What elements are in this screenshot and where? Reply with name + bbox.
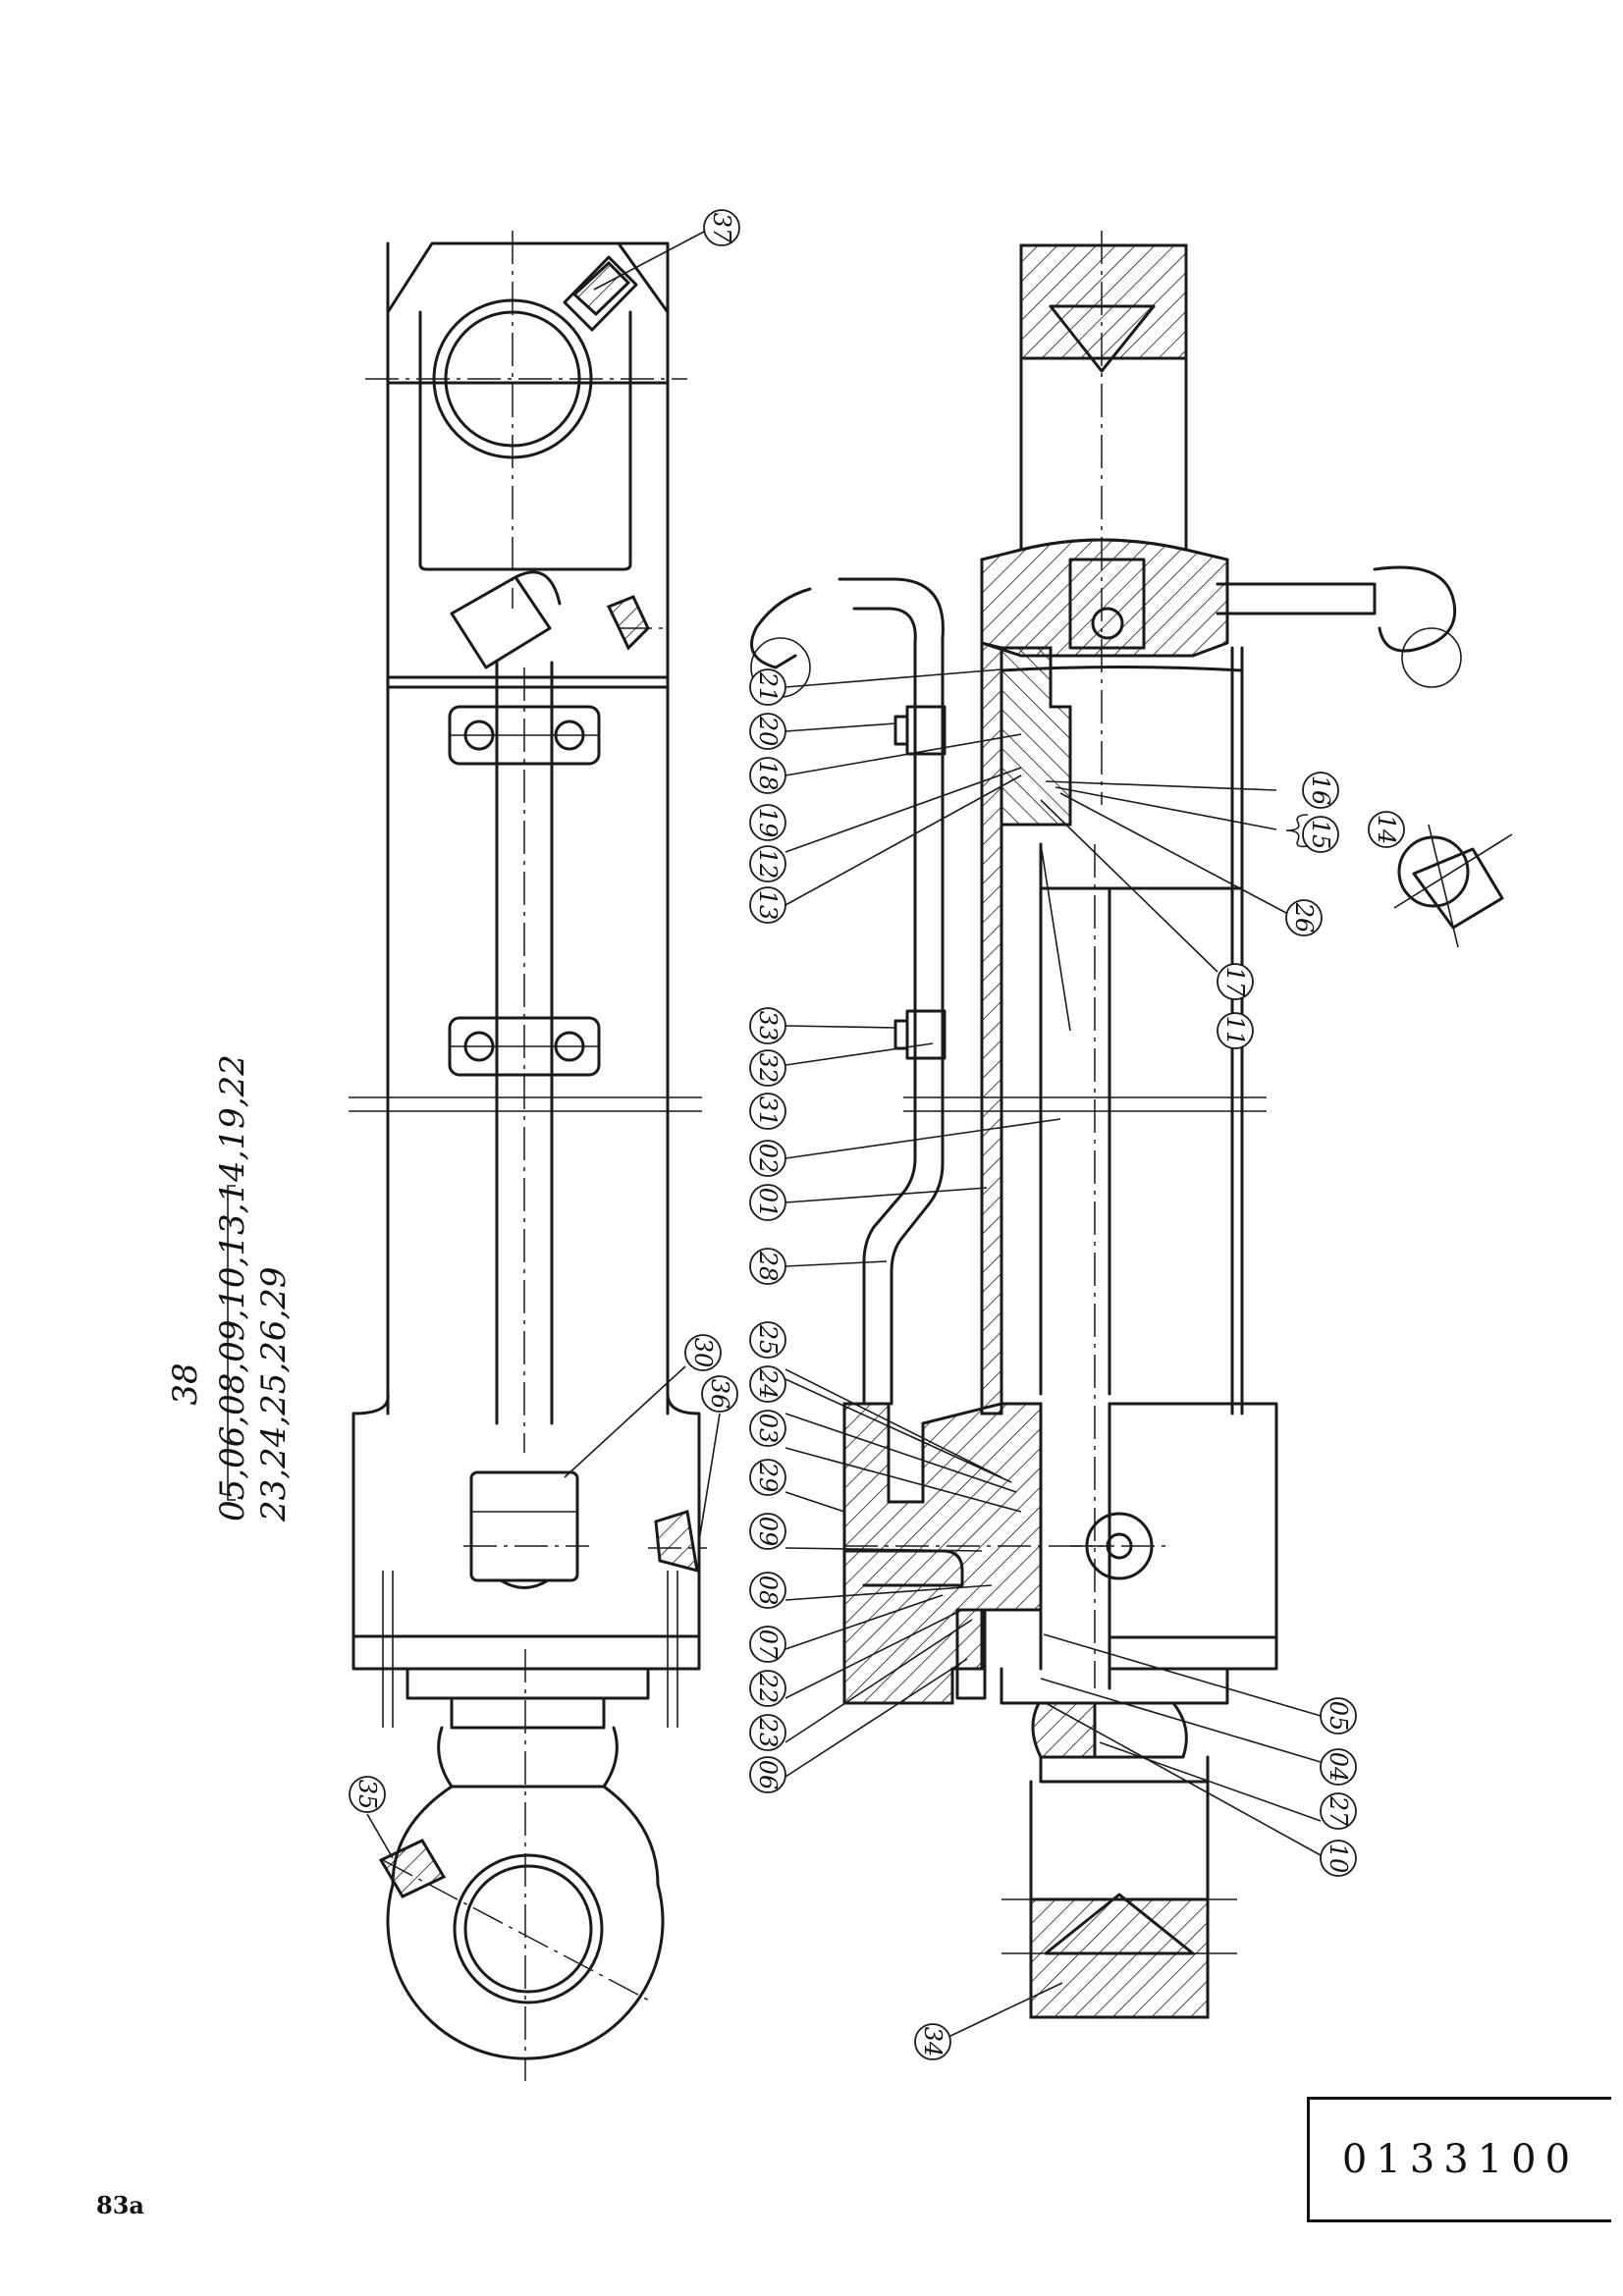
drawing-number: 0133100 xyxy=(1341,2137,1580,2182)
svg-text:09: 09 xyxy=(754,1517,782,1547)
leader-lines xyxy=(366,231,1322,2038)
callout-31: 31 xyxy=(749,1093,786,1130)
callout-18: 18 xyxy=(749,757,786,794)
svg-text:30: 30 xyxy=(689,1338,717,1368)
callout-32: 32 xyxy=(749,1049,786,1087)
detail-view-14 xyxy=(1393,824,1513,948)
svg-text:17: 17 xyxy=(1221,967,1249,997)
svg-text:28: 28 xyxy=(754,1251,782,1282)
svg-text:27: 27 xyxy=(1325,1795,1352,1827)
callout-35: 35 xyxy=(349,1776,386,1813)
svg-text:02: 02 xyxy=(754,1144,782,1174)
svg-text:29: 29 xyxy=(754,1462,782,1493)
callout-17: 17 xyxy=(1217,963,1254,1000)
svg-text:18: 18 xyxy=(754,761,782,791)
svg-text:34: 34 xyxy=(919,2027,947,2057)
callout-21: 21 xyxy=(749,668,786,706)
svg-text:37: 37 xyxy=(708,213,735,243)
callout-11: 11 xyxy=(1217,1012,1254,1049)
callout-37: 37 xyxy=(703,209,740,246)
svg-text:22: 22 xyxy=(754,1673,782,1704)
callout-12: 12 xyxy=(749,845,786,882)
callout-26: 26 xyxy=(1285,899,1323,936)
svg-text:16: 16 xyxy=(1307,775,1334,806)
callouts: 37 30 36 35 21 20 18 19 12 13 16 15 14 2… xyxy=(349,209,1405,2060)
callout-04: 04 xyxy=(1320,1748,1357,1786)
callout-13: 13 xyxy=(749,886,786,924)
svg-text:13: 13 xyxy=(754,890,782,921)
page-number: 83a xyxy=(96,2191,144,2219)
svg-text:03: 03 xyxy=(754,1414,782,1444)
svg-text:06: 06 xyxy=(754,1760,782,1790)
callout-05: 05 xyxy=(1320,1697,1357,1735)
callout-06: 06 xyxy=(749,1756,786,1793)
callout-15: 15 xyxy=(1302,816,1339,853)
svg-text:24: 24 xyxy=(754,1368,782,1400)
svg-text:12: 12 xyxy=(754,849,782,880)
callout-14: 14 xyxy=(1368,811,1405,848)
callout-23: 23 xyxy=(749,1714,786,1751)
callout-01: 01 xyxy=(749,1184,786,1221)
callout-03: 03 xyxy=(749,1410,786,1447)
callout-22: 22 xyxy=(749,1670,786,1707)
callout-34: 34 xyxy=(914,2023,951,2060)
drawing-number-box: 0133100 xyxy=(1307,2097,1611,2222)
assembly-parts-line2: 23,24,25,26,29 xyxy=(254,1266,294,1522)
svg-text:23: 23 xyxy=(754,1717,782,1748)
callout-19: 19 xyxy=(749,804,786,841)
legend-brace xyxy=(227,1185,236,1501)
svg-text:19: 19 xyxy=(754,808,782,838)
svg-text:05: 05 xyxy=(1325,1701,1352,1732)
svg-text:15: 15 xyxy=(1307,820,1334,850)
callout-36: 36 xyxy=(701,1375,738,1413)
svg-text:01: 01 xyxy=(754,1188,782,1218)
callout-28: 28 xyxy=(749,1248,786,1285)
svg-text:07: 07 xyxy=(754,1629,782,1660)
svg-text:35: 35 xyxy=(353,1780,381,1810)
callout-07: 07 xyxy=(749,1626,786,1663)
callout-27: 27 xyxy=(1320,1792,1357,1830)
callout-24: 24 xyxy=(749,1365,786,1403)
assembly-legend: 38 05,06,08,09,10,13,14,19,22 23,24,25,2… xyxy=(166,1054,294,1522)
svg-text:36: 36 xyxy=(706,1379,733,1410)
callout-10: 10 xyxy=(1320,1840,1357,1877)
svg-text:14: 14 xyxy=(1373,815,1400,845)
svg-text:26: 26 xyxy=(1290,902,1318,934)
svg-text:21: 21 xyxy=(754,671,782,703)
svg-text:25: 25 xyxy=(754,1324,782,1356)
svg-text:33: 33 xyxy=(754,1011,782,1041)
svg-text:10: 10 xyxy=(1325,1843,1352,1874)
section-view xyxy=(750,231,1462,2019)
pipe-clamp-upper xyxy=(448,705,601,766)
callout-09: 09 xyxy=(749,1513,786,1550)
svg-text:31: 31 xyxy=(754,1096,782,1127)
pipe-clamp-lower xyxy=(448,1016,601,1077)
exterior-view xyxy=(349,231,707,2081)
svg-text:32: 32 xyxy=(754,1053,782,1084)
callout-30: 30 xyxy=(684,1334,722,1371)
callout-08: 08 xyxy=(749,1572,786,1609)
callout-02: 02 xyxy=(749,1140,786,1177)
svg-text:04: 04 xyxy=(1325,1752,1352,1783)
callout-25: 25 xyxy=(749,1321,786,1359)
callout-16: 16 xyxy=(1302,772,1339,809)
callout-20: 20 xyxy=(749,713,786,750)
svg-text:11: 11 xyxy=(1221,1016,1249,1046)
svg-text:20: 20 xyxy=(754,716,782,747)
assembly-parts-line1: 05,06,08,09,10,13,14,19,22 xyxy=(213,1054,252,1522)
assembly-number: 38 xyxy=(166,1362,205,1405)
callout-33: 33 xyxy=(749,1007,786,1044)
callout-29: 29 xyxy=(749,1459,786,1496)
svg-text:08: 08 xyxy=(754,1575,782,1606)
